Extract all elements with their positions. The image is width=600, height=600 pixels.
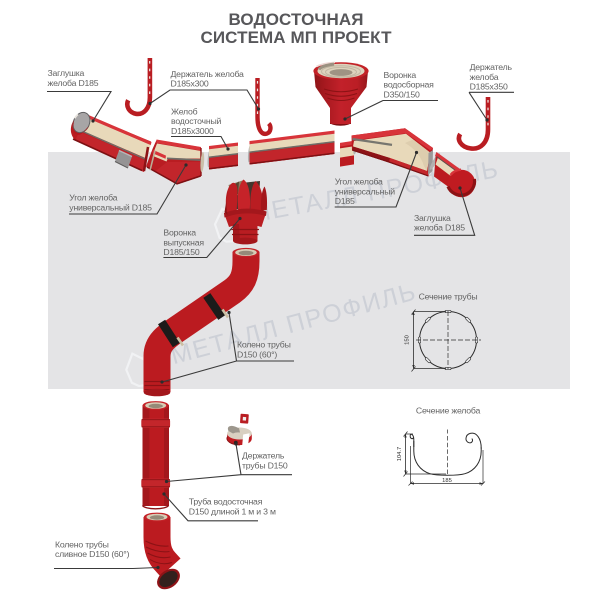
svg-text:желоба: желоба [470,72,499,82]
svg-text:D150 (60°): D150 (60°) [237,349,277,359]
svg-text:сливное D150 (60°): сливное D150 (60°) [55,549,130,559]
svg-text:СИСТЕМА МП ПРОЕКТ: СИСТЕМА МП ПРОЕКТ [200,28,392,47]
svg-text:D185: D185 [335,196,355,206]
svg-text:Держатель: Держатель [470,62,513,72]
svg-text:Заглушка: Заглушка [414,213,451,223]
svg-text:104.7: 104.7 [397,447,403,462]
svg-text:150: 150 [405,335,411,345]
svg-text:водосборная: водосборная [384,80,435,90]
svg-text:D185x300: D185x300 [171,79,209,89]
svg-text:Держатель: Держатель [242,451,285,461]
svg-text:Колено трубы: Колено трубы [55,540,109,550]
svg-text:Колено трубы: Колено трубы [237,340,291,350]
svg-text:D185/150: D185/150 [163,247,199,257]
svg-text:универсальный D185: универсальный D185 [69,202,152,212]
svg-text:D185x350: D185x350 [470,82,508,92]
svg-text:желоба D185: желоба D185 [414,223,465,233]
svg-text:185: 185 [442,478,452,484]
svg-text:трубы D150: трубы D150 [242,460,288,470]
svg-text:Труба водосточная: Труба водосточная [189,497,263,507]
svg-text:ВОДОСТОЧНАЯ: ВОДОСТОЧНАЯ [228,10,363,29]
svg-text:Желоб: Желоб [171,107,198,117]
svg-text:выпускная: выпускная [163,237,204,247]
svg-text:водосточный: водосточный [171,116,221,126]
svg-text:желоба D185: желоба D185 [48,78,99,88]
svg-text:Угол желоба: Угол желоба [69,193,117,203]
svg-text:Воронка: Воронка [163,228,196,238]
svg-text:D150 длиной 1 м и 3 м: D150 длиной 1 м и 3 м [189,506,276,516]
svg-text:D185x3000: D185x3000 [171,126,214,136]
svg-text:универсальный: универсальный [335,186,396,196]
svg-text:Держатель желоба: Держатель желоба [171,69,245,79]
svg-text:Заглушка: Заглушка [48,68,85,78]
svg-text:Угол желоба: Угол желоба [335,177,383,187]
svg-text:Сечение трубы: Сечение трубы [419,292,478,302]
svg-text:Сечение желоба: Сечение желоба [416,406,481,416]
svg-text:D350/150: D350/150 [384,89,420,99]
svg-text:Воронка: Воронка [384,70,417,80]
